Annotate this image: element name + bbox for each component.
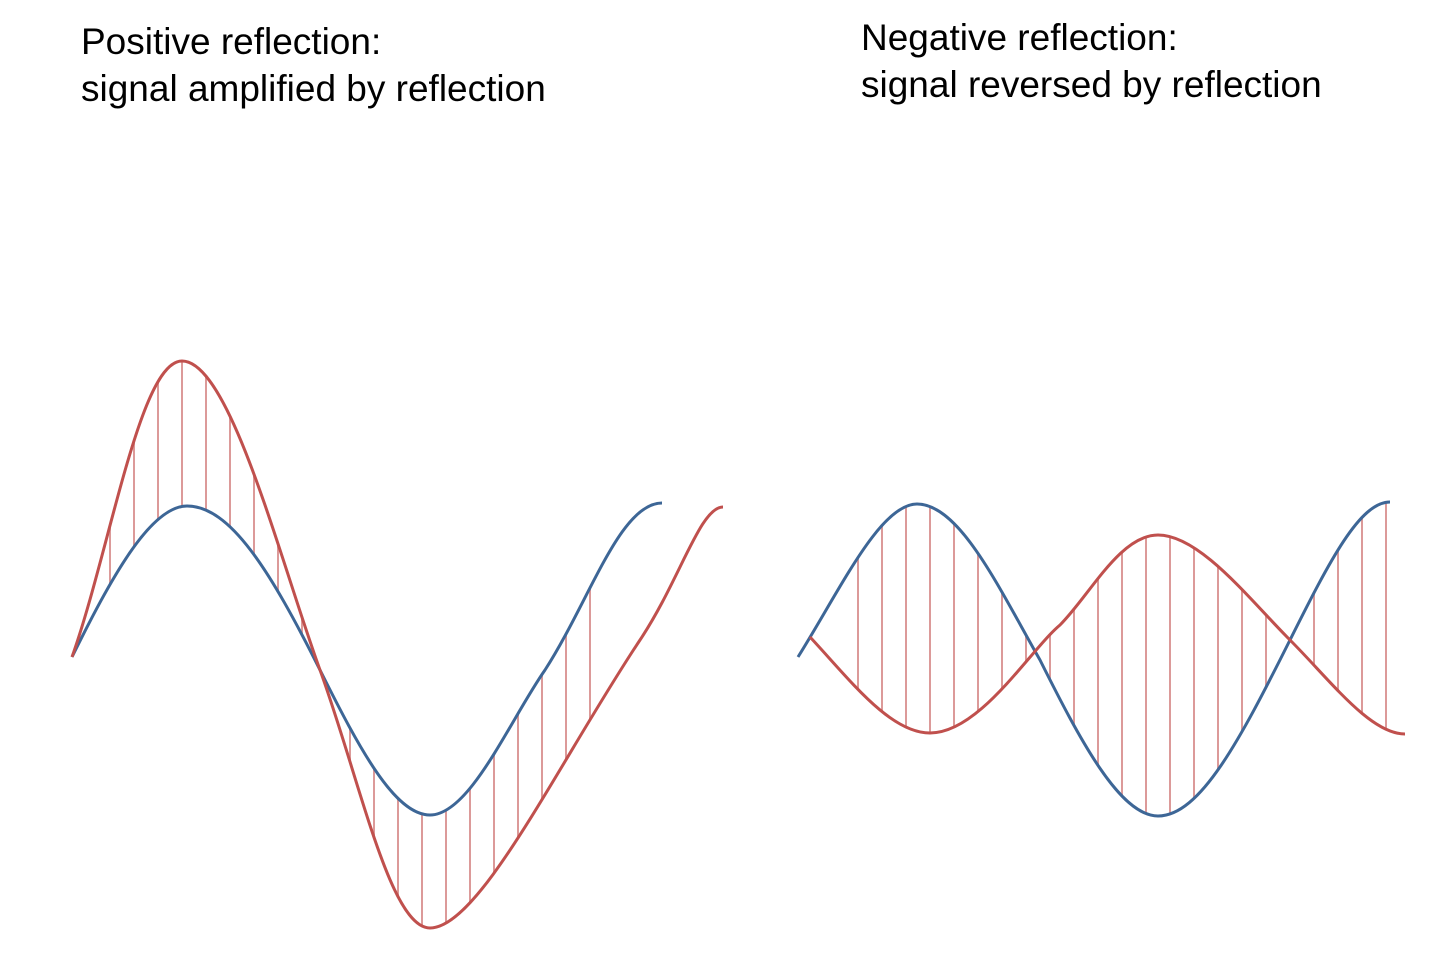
negative-reflection-title: Negative reflection: signal reversed by …	[861, 14, 1322, 108]
positive-reflection-title: Positive reflection: signal amplified by…	[81, 18, 546, 112]
positive-title-line1: Positive reflection:	[81, 21, 382, 62]
hatch-lines	[109, 361, 1387, 927]
negative-title-line2: signal reversed by reflection	[861, 64, 1322, 105]
negative-original-wave	[796, 500, 1391, 818]
positive-title-line2: signal amplified by reflection	[81, 68, 546, 109]
positive-original-wave	[70, 501, 663, 817]
positive-reflected-wave	[70, 359, 724, 930]
negative-reflected-wave	[808, 533, 1406, 736]
negative-title-line1: Negative reflection:	[861, 17, 1178, 58]
